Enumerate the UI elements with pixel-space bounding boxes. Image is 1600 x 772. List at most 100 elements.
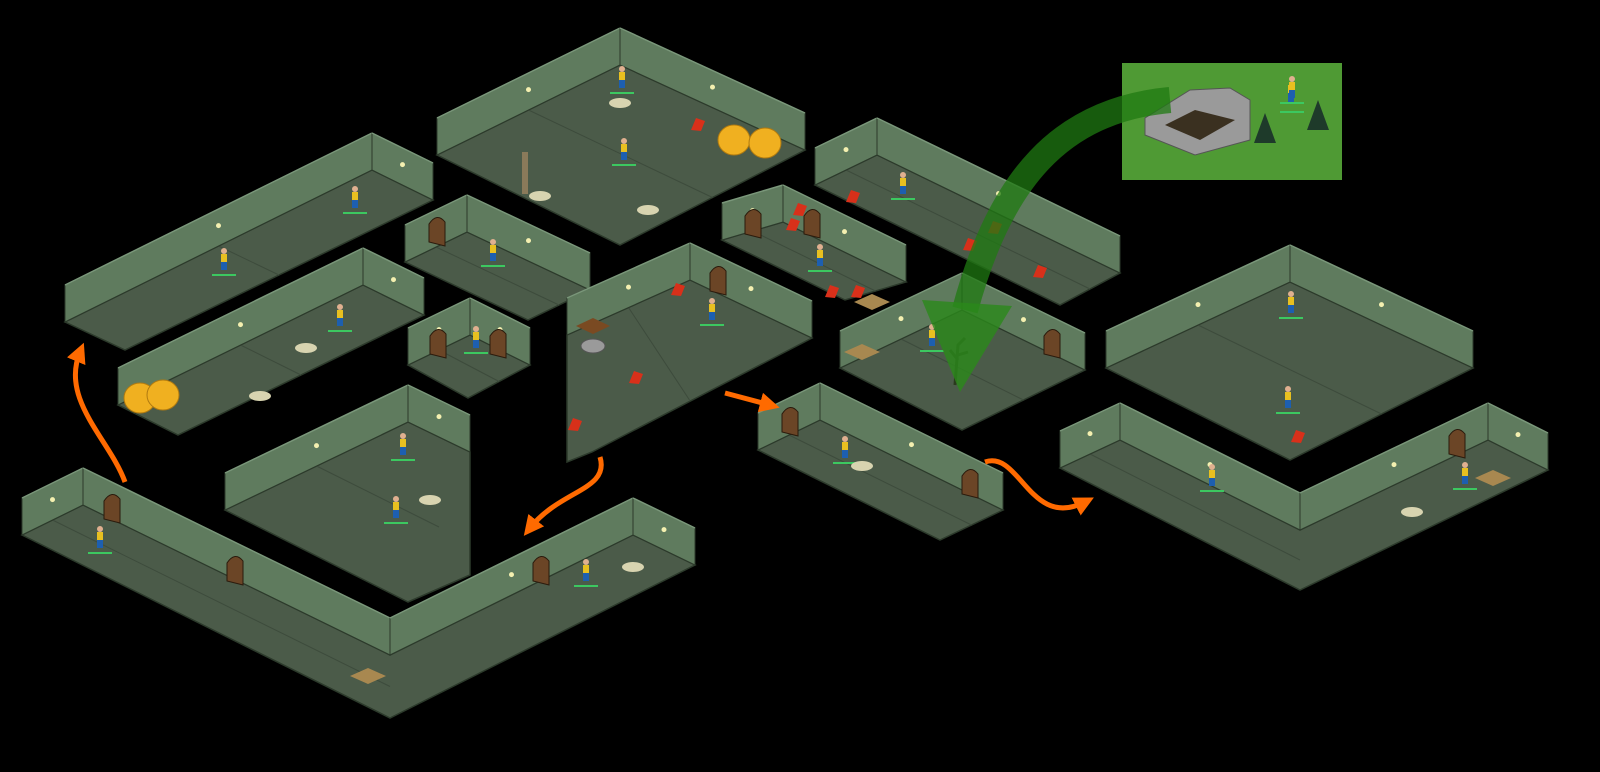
player-pants (1288, 305, 1294, 313)
player-shirt (1285, 392, 1291, 400)
fleece-pile-icon (529, 191, 551, 201)
player-pants (1285, 400, 1291, 408)
wall-top-edge (389, 497, 634, 619)
nameplate-bar (1200, 490, 1224, 492)
fleece-pile-icon (637, 205, 659, 215)
player-shirt (352, 192, 358, 200)
player-character-icon[interactable] (384, 496, 408, 524)
red-demon-icon[interactable] (1033, 265, 1047, 278)
player-pants (1209, 478, 1215, 486)
player-character-icon[interactable] (1279, 291, 1303, 319)
door-icon[interactable] (1043, 329, 1061, 359)
player-character-icon[interactable] (1280, 76, 1304, 104)
nameplate-bar (391, 459, 415, 461)
player-character-icon[interactable] (891, 172, 915, 200)
door-icon[interactable] (103, 494, 121, 524)
door-icon[interactable] (532, 556, 550, 586)
wall-top-edge (839, 272, 963, 332)
door-icon[interactable] (709, 266, 727, 296)
player-character-icon[interactable] (833, 436, 857, 464)
player-character-icon[interactable] (808, 244, 832, 272)
player-pants (490, 253, 496, 261)
fleece-pile-icon (1401, 507, 1423, 517)
wall-lamp-icon (661, 527, 667, 533)
player-character-icon[interactable] (700, 298, 724, 326)
door-icon[interactable] (1448, 429, 1466, 459)
red-demon-icon[interactable] (851, 285, 865, 298)
red-demon-icon[interactable] (825, 285, 839, 298)
player-shirt (1289, 82, 1295, 90)
floor-grid-line (528, 109, 713, 198)
outdoor-area[interactable] (1122, 63, 1342, 180)
player-head (621, 138, 627, 144)
player-character-icon[interactable] (574, 559, 598, 587)
player-character-icon[interactable] (610, 66, 634, 94)
red-demon-icon[interactable] (793, 203, 807, 216)
wall-lamp-icon (400, 162, 405, 168)
pine-tree-icon (1307, 100, 1329, 130)
player-shirt (490, 245, 496, 253)
nameplate-bar (833, 462, 857, 464)
player-character-icon[interactable] (391, 433, 415, 461)
player-character-icon[interactable] (1276, 386, 1300, 414)
floor-grid-line (628, 307, 690, 401)
player-head (337, 304, 343, 310)
wall-lamp-icon (842, 229, 847, 235)
well-icon[interactable] (576, 318, 610, 354)
door-icon[interactable] (489, 329, 507, 359)
red-demon-icon[interactable] (629, 371, 643, 384)
player-character-icon[interactable] (212, 248, 236, 276)
door-icon[interactable] (803, 209, 821, 239)
haystack-icon (146, 379, 180, 411)
orange-path-arrow (66, 342, 128, 483)
red-demon-icon[interactable] (846, 190, 860, 203)
nameplate-bar (1276, 412, 1300, 414)
player-pants (1289, 90, 1295, 98)
player-pants (900, 186, 906, 194)
wall-top-edge (407, 297, 471, 329)
wall-top-edge (619, 27, 806, 114)
player-character-icon[interactable] (464, 326, 488, 354)
red-demon-icon[interactable] (691, 118, 705, 131)
wall-lamp-icon (710, 84, 715, 90)
wall-lamp-icon (1087, 431, 1093, 437)
player-shirt (400, 439, 406, 447)
player-head (583, 559, 589, 565)
player-head (97, 526, 103, 532)
room-6 (223, 384, 471, 603)
wall-top-edge (466, 194, 591, 254)
orange-path-arrow (724, 390, 780, 413)
player-character-icon[interactable] (481, 239, 505, 267)
portal-arrow-body (952, 87, 1172, 314)
player-shirt (337, 310, 343, 318)
player-character-icon[interactable] (328, 304, 352, 332)
nameplate-bar (481, 265, 505, 267)
red-demon-icon[interactable] (671, 283, 685, 296)
player-character-icon[interactable] (612, 138, 636, 166)
wall-top-edge (1105, 244, 1291, 332)
wall-lamp-icon (748, 286, 754, 292)
door-icon[interactable] (428, 217, 446, 247)
nameplate-bar (343, 212, 367, 214)
player-character-icon[interactable] (88, 526, 112, 554)
player-character-icon[interactable] (1453, 462, 1477, 490)
red-demon-icon[interactable] (786, 218, 800, 231)
door-icon[interactable] (961, 469, 979, 499)
red-demon-icon[interactable] (1291, 430, 1305, 443)
door-icon[interactable] (429, 329, 447, 359)
wall-top-edge (1487, 402, 1549, 434)
player-pants (929, 338, 935, 346)
floor-grid-line (435, 246, 560, 306)
room-3 (116, 247, 426, 436)
door-icon[interactable] (226, 556, 244, 586)
door-icon[interactable] (781, 407, 799, 437)
player-character-icon[interactable] (1200, 464, 1224, 492)
door-icon[interactable] (744, 209, 762, 239)
player-head (1289, 76, 1295, 82)
player-character-icon[interactable] (343, 186, 367, 214)
player-head (817, 244, 823, 250)
red-demon-icon[interactable] (568, 418, 582, 431)
haystack-icon (748, 127, 782, 159)
wall-top-edge (721, 184, 784, 204)
nameplate-bar (88, 552, 112, 554)
